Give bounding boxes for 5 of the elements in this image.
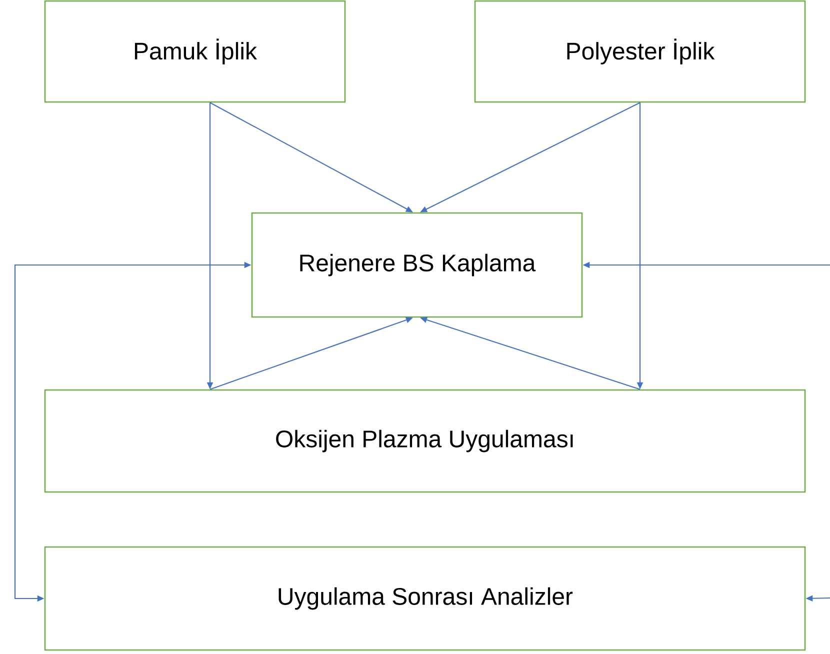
- process-box: Polyester İplik: [474, 0, 806, 103]
- process-box: Rejenere BS Kaplama: [251, 212, 583, 318]
- process-box: Oksijen Plazma Uygulaması: [44, 389, 806, 493]
- process-box: Pamuk İplik: [44, 0, 346, 103]
- process-box: Uygulama Sonrası Analizler: [44, 546, 806, 651]
